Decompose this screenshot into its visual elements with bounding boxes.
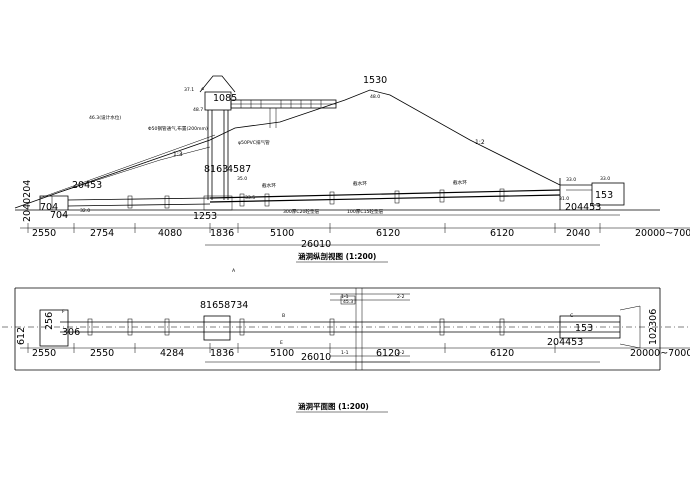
plan-center-box: 45.3 (343, 299, 353, 305)
small-elev-5: 32.0 (80, 208, 90, 214)
plan-right-vert: 102306 (648, 309, 659, 345)
plan-left-small-1: 256 (44, 312, 55, 330)
small-elev-6: 33.0 (600, 176, 610, 182)
gate-bottom: 1253 (193, 211, 217, 222)
plan-dim-7: 6120 (490, 348, 514, 359)
plan-dim-6: 6120 (376, 348, 400, 359)
svg-text:⌂: ⌂ (201, 87, 204, 92)
barrel-left-top (67, 197, 211, 201)
plan-dim-3: 4284 (160, 348, 184, 359)
left-vert: 2040204 (22, 180, 33, 222)
bed-note-2: 100厚C15砼垫层 (347, 208, 384, 215)
tower-dim: 1085 (213, 93, 237, 104)
right-misc: 204453 (565, 202, 601, 213)
plan-title: 涵洞平面图 (1:200) (298, 401, 369, 411)
dim-3: 4080 (158, 228, 182, 239)
plan-outlet-wings (619, 305, 641, 349)
marker-b: B (282, 313, 285, 319)
marker-c: C (570, 313, 573, 319)
plan-right-box: 153 (575, 323, 593, 334)
intake-tower: ⌂ (199, 75, 236, 211)
plan-gate-well (203, 315, 231, 341)
plan-left-vert: 612 (16, 327, 27, 345)
cutoff-rings (127, 188, 505, 209)
section-mark-4: 2-2 (397, 350, 405, 356)
small-elev-3: 33.5 (245, 195, 255, 201)
pipe-label-3: 截水环 (453, 179, 467, 186)
dim-2: 2754 (90, 228, 114, 239)
mid-marks-1: 8163 (204, 164, 228, 175)
plan-dim-2: 2550 (90, 348, 114, 359)
mid-marks-2: 4587 (227, 164, 251, 175)
plan-dimension-line (20, 343, 690, 363)
tower-note-1: Φ50钢管通气,布置(200mm) (148, 125, 208, 132)
plan-view: 2550 2550 4284 1836 5100 6120 6120 26010… (2, 268, 690, 413)
bed-note-1: 300厚C20砼垫层 (283, 208, 320, 215)
marker-e: E (280, 340, 283, 346)
slope-line-1-3 (39, 134, 216, 199)
pipe-label-1: 截水环 (262, 182, 276, 189)
right-box: 153 (595, 190, 613, 201)
plan-gate-marks: 81658734 (200, 300, 248, 311)
dim-9: 20000~70000 (635, 228, 690, 239)
crest-elev: 48.0 (370, 94, 380, 100)
left-misc-3: 704 (50, 210, 68, 221)
barrel-bottom (209, 194, 561, 203)
small-elev-2: 35.0 (237, 176, 247, 182)
dim-4: 1836 (210, 228, 234, 239)
marker-a: A (232, 268, 236, 274)
profile-view: ⌂ (14, 75, 690, 263)
left-misc-2: 704 (40, 202, 58, 213)
tower-top-elev: 48.7 (193, 107, 203, 113)
outlet-structure (559, 178, 625, 210)
dim-1: 2550 (32, 228, 56, 239)
section-mark-2: 2-2 (397, 294, 405, 300)
plan-right-dim: 20000~70000 (630, 348, 690, 359)
plan-right-misc: 204453 (547, 337, 583, 348)
slope-top-dim: 1530 (363, 75, 387, 86)
dim-total: 26010 (301, 239, 331, 250)
profile-dimension-line (20, 223, 690, 246)
section-mark-1: 1-1 (341, 294, 349, 300)
dim-6: 6120 (376, 228, 400, 239)
plan-left-small-2: 306 (62, 327, 80, 338)
plan-dim-4: 1836 (210, 348, 234, 359)
design-level: 46.3(设计水位) (89, 114, 121, 121)
barrel-left-bottom (67, 203, 211, 207)
plan-inlet (39, 309, 69, 347)
embankment-upstream-slope (14, 89, 561, 209)
plan-rings (87, 318, 505, 336)
left-misc-1: 20453 (72, 180, 102, 191)
barrel-top (209, 189, 561, 199)
pipe-label-2: 截水环 (353, 180, 367, 187)
small-elev-1: 37.1 (184, 87, 194, 93)
inlet-structure (39, 195, 69, 210)
section-mark-3: 1-1 (341, 350, 349, 356)
slope-label-right: 1:2 (475, 139, 485, 146)
slope-break-lines (59, 146, 211, 193)
plan-dim-5: 5100 (270, 348, 294, 359)
small-elev-4: 31.0 (559, 196, 569, 202)
plan-dim-total: 26010 (301, 352, 331, 363)
dim-8: 2040 (566, 228, 590, 239)
tower-note-2: φ50PVC排气管 (238, 139, 270, 146)
service-bridge (230, 99, 337, 128)
slope-label-left: 1:3 (173, 151, 183, 158)
outlet-elev: 33.0 (566, 177, 576, 183)
dim-7: 6120 (490, 228, 514, 239)
dim-5: 5100 (270, 228, 294, 239)
marker-f: F (62, 309, 65, 315)
profile-title: 涵洞纵剖视图 (1:200) (298, 251, 376, 261)
plan-dim-1: 2550 (32, 348, 56, 359)
plan-outlet (559, 315, 621, 339)
